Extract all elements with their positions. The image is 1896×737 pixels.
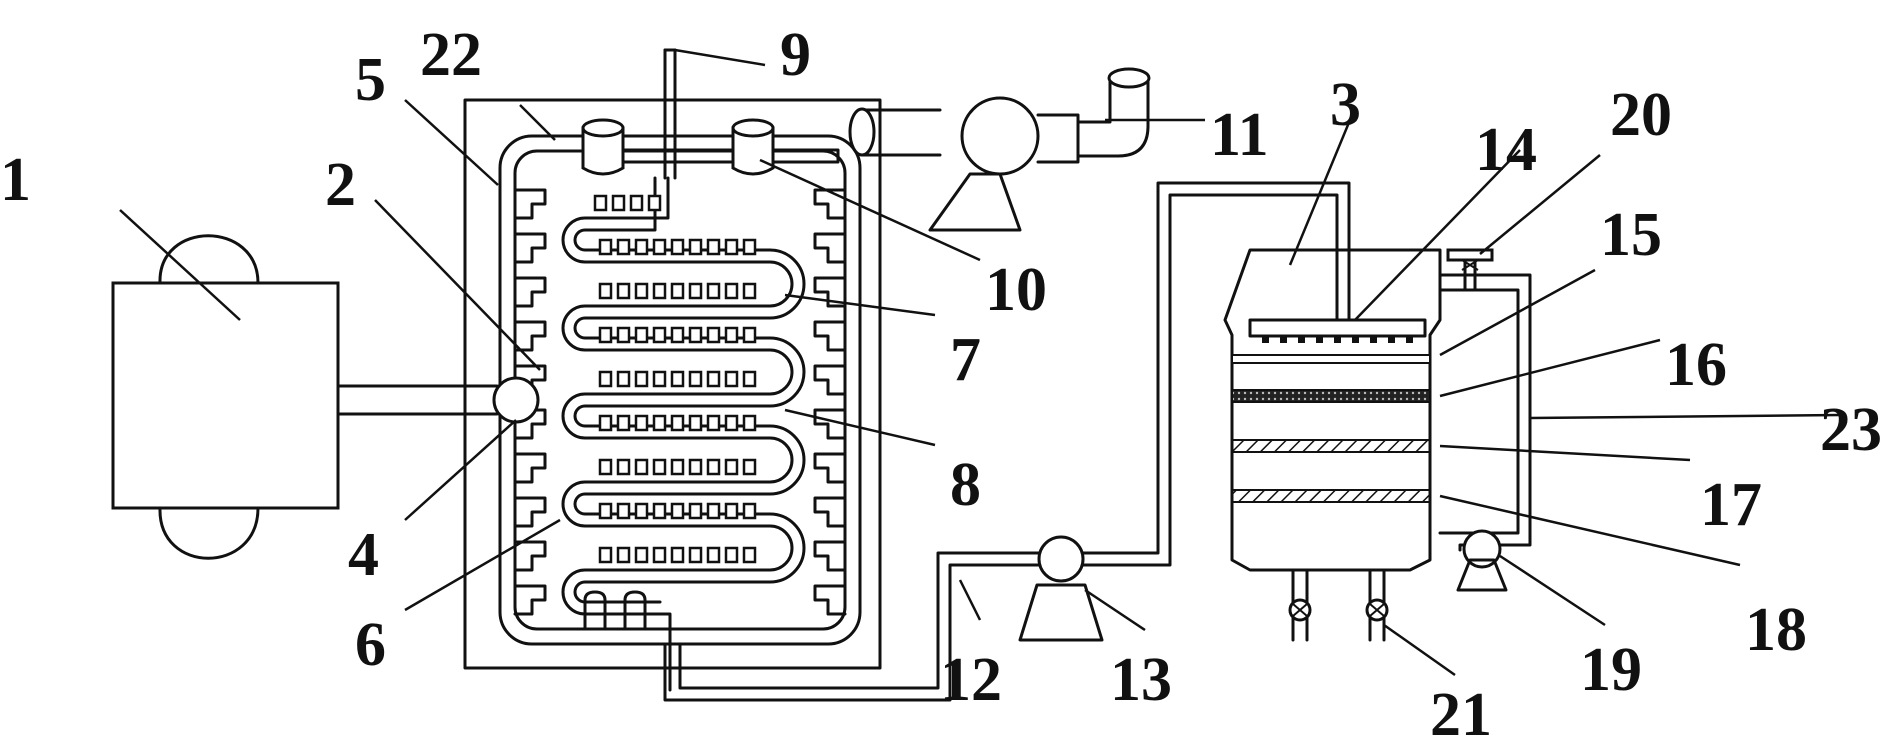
label-7: 7 — [950, 326, 981, 394]
exhaust-fan — [848, 67, 1151, 232]
inner-tank — [498, 134, 862, 646]
label-19: 19 — [1580, 636, 1642, 704]
vent-pipe — [663, 48, 677, 180]
outer-housing — [463, 98, 882, 670]
reference-numerals: 1 2 3 4 5 6 7 8 9 10 11 12 13 14 15 16 1… — [0, 21, 1882, 737]
label-17: 17 — [1700, 471, 1762, 539]
label-1: 1 — [0, 146, 31, 214]
wall-fins — [513, 188, 847, 616]
transfer-pipe — [663, 181, 1351, 702]
scrubbing-tower — [1223, 248, 1442, 642]
label-22: 22 — [420, 21, 482, 89]
label-9: 9 — [780, 21, 811, 89]
leader-lines — [119, 48, 1841, 677]
label-3: 3 — [1330, 71, 1361, 139]
collector-cylinders — [581, 118, 840, 176]
generator-unit — [111, 234, 499, 560]
transfer-pump — [1018, 535, 1104, 642]
recirculation-loop — [1438, 248, 1532, 592]
label-4: 4 — [348, 521, 379, 589]
label-6: 6 — [355, 611, 386, 679]
label-12: 12 — [940, 646, 1002, 714]
label-11: 11 — [1210, 101, 1269, 169]
label-5: 5 — [355, 46, 386, 114]
label-8: 8 — [950, 451, 981, 519]
label-16: 16 — [1665, 331, 1727, 399]
label-18: 18 — [1745, 596, 1807, 664]
drain-stubs — [583, 590, 647, 631]
circulation-pump — [492, 376, 540, 424]
label-20: 20 — [1610, 81, 1672, 149]
coil-fins — [593, 194, 757, 564]
label-21: 21 — [1430, 681, 1492, 737]
label-23: 23 — [1820, 396, 1882, 464]
label-10: 10 — [985, 256, 1047, 324]
serpentine-coil — [561, 176, 806, 692]
label-2: 2 — [325, 151, 356, 219]
label-14: 14 — [1475, 116, 1537, 184]
label-13: 13 — [1110, 646, 1172, 714]
label-15: 15 — [1600, 201, 1662, 269]
